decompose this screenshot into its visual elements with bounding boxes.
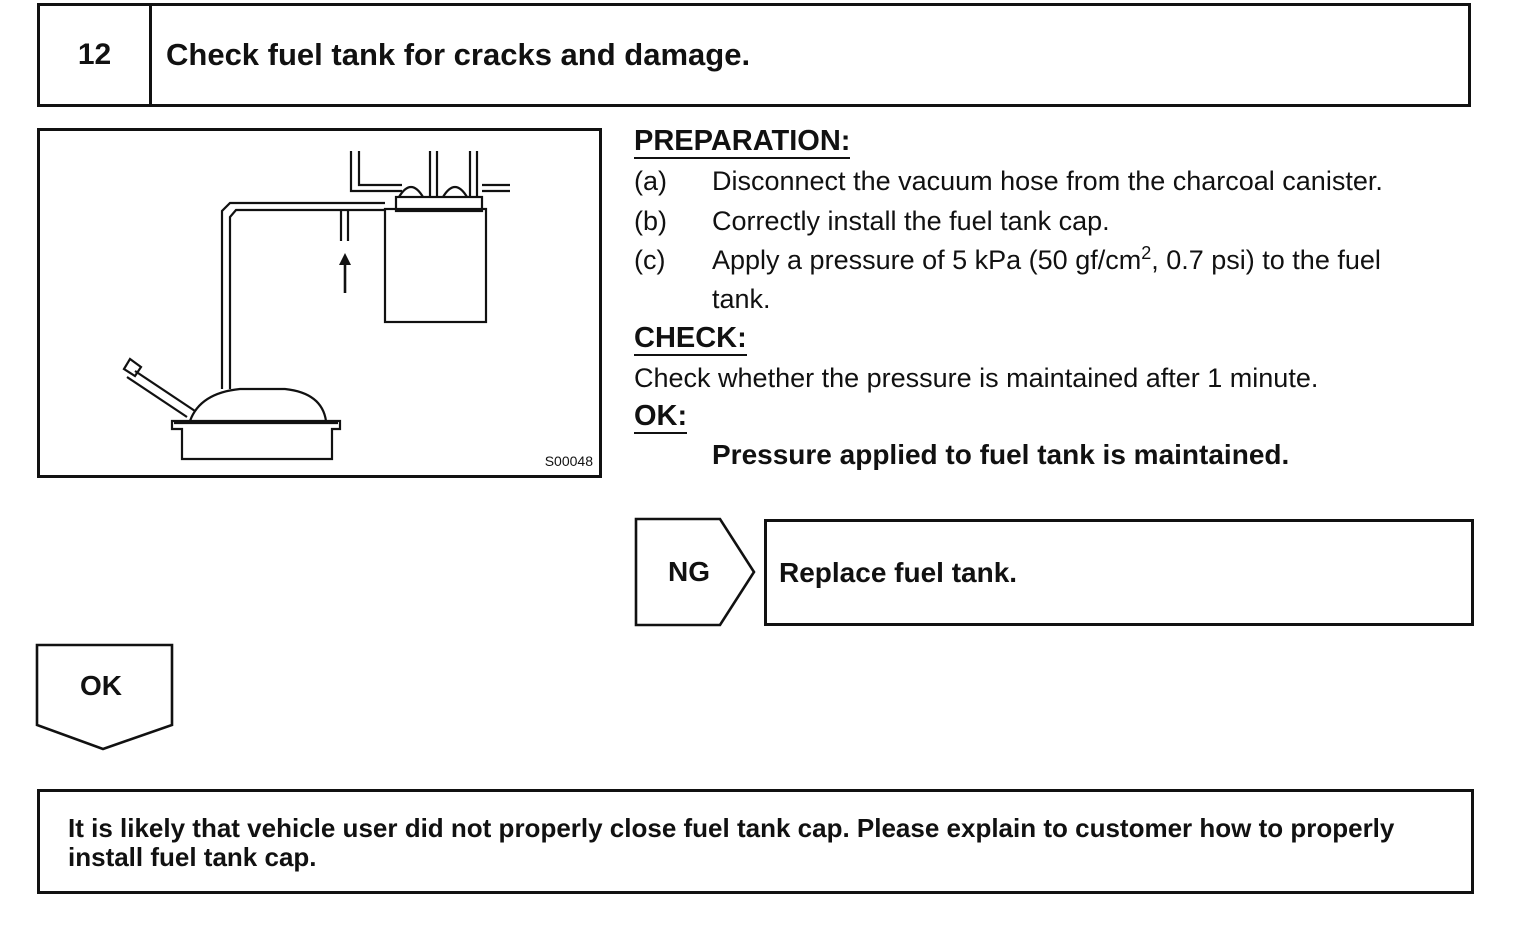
ok-criteria-text: Pressure applied to fuel tank is maintai… [712,439,1290,470]
ng-label: NG [668,556,710,587]
prep-item-b-text: Correctly install the fuel tank cap. [712,206,1110,236]
step-number: 12 [40,6,152,104]
step-title: Check fuel tank for cracks and damage. [166,37,751,72]
step-header: 12 Check fuel tank for cracks and damage… [37,3,1471,107]
preparation-heading: PREPARATION: [634,125,851,159]
canister-top [394,195,484,213]
conclusion-box: It is likely that vehicle user did not p… [37,789,1474,894]
ng-action-text: Replace fuel tank. [779,556,1018,588]
ng-arrow-shape [634,517,756,627]
ok-arrow-shape [35,643,174,751]
check-text: Check whether the pressure is maintained… [634,363,1319,393]
figure-code: S00048 [544,453,593,469]
prep-item-a-text: Disconnect the vacuum hose from the char… [712,166,1383,196]
canister-port-left [398,185,424,198]
ng-action-box: Replace fuel tank. [764,519,1474,626]
filler-neck [134,370,196,412]
ok-flow-label: OK [80,670,122,701]
conclusion-text: It is likely that vehicle user did not p… [68,813,1395,872]
prep-item-c-superscript: 2 [1141,243,1152,263]
check-heading: CHECK: [634,322,747,356]
charcoal-canister [383,207,488,324]
fuel-tank-diagram [122,151,510,461]
canister-port-right [442,185,468,198]
fuel-tank [170,419,342,461]
prep-item-b-letter: (b) [634,206,667,236]
prep-item-c-text: Apply a pressure of 5 kPa (50 gf/cm2, 0.… [712,244,1381,276]
prep-item-c-text-line2: tank. [712,284,771,314]
ok-criteria-heading: OK: [634,400,688,434]
arrow-up-icon [339,253,351,265]
prep-item-c-letter: (c) [634,245,666,275]
fuel-system-illustration: S00048 [37,128,602,478]
prep-item-c-text-part2: , 0.7 psi) to the fuel [1151,245,1381,275]
prep-item-a-letter: (a) [634,166,667,196]
prep-item-c-text-part1: Apply a pressure of 5 kPa (50 gf/cm [712,245,1142,275]
